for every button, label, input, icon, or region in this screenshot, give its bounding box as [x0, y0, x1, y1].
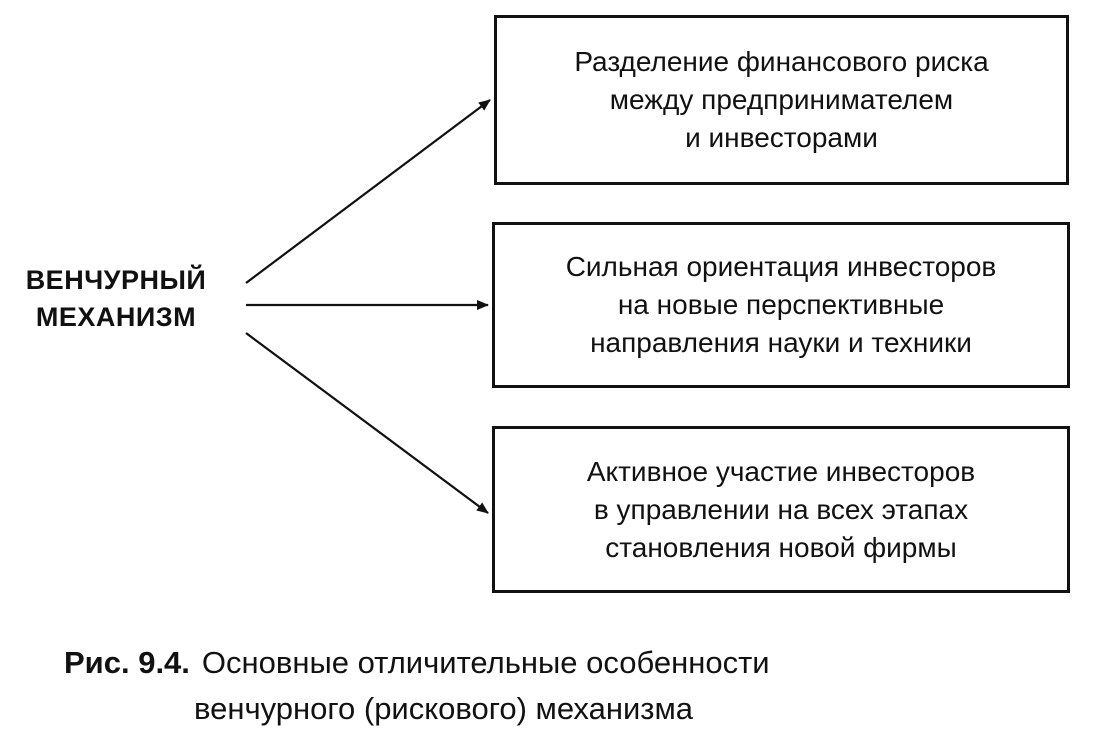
- feature-box-science-orientation: Сильная ориентация инвесторов на новые п…: [492, 222, 1070, 388]
- arrow-to-box-3: [245, 332, 489, 514]
- box-2-line-1: Сильная ориентация инвесторов: [565, 251, 997, 282]
- box-3-line-2: в управлении на всех этапах: [593, 493, 969, 525]
- figure-number: Рис. 9.4.: [64, 645, 190, 680]
- figure-caption: Рис. 9.4. Основные отличительные особенно…: [64, 640, 770, 732]
- caption-text-1: Основные отличительные особенности: [201, 645, 770, 680]
- arrow-to-box-1: [245, 99, 491, 284]
- caption-line-1: Рис. 9.4. Основные отличительные особенно…: [64, 645, 770, 680]
- box-1-line-2: между предпринимателем: [609, 84, 954, 115]
- feature-box-risk-sharing: Разделение финансового риска между предп…: [494, 15, 1069, 185]
- feature-box-active-participation: Активное участие инвесторов в управлении…: [492, 426, 1070, 593]
- caption-line-2: венчурного (рискового) механизма: [194, 691, 694, 726]
- source-label-line-2: МЕХАНИЗМ: [35, 302, 197, 332]
- box-2-line-2: на новые перспективные: [617, 289, 945, 320]
- source-label-line-1: ВЕНЧУРНЫЙ: [25, 265, 207, 295]
- box-1-line-3: и инвесторами: [685, 122, 878, 153]
- box-1-line-1: Разделение финансового риска: [574, 46, 989, 77]
- box-2-line-3: направления науки и техники: [590, 327, 972, 358]
- source-label: ВЕНЧУРНЫЙ МЕХАНИЗМ: [0, 262, 232, 336]
- box-3-line-1: Активное участие инвесторов: [586, 455, 976, 487]
- box-3-line-3: становления новой фирмы: [605, 531, 957, 563]
